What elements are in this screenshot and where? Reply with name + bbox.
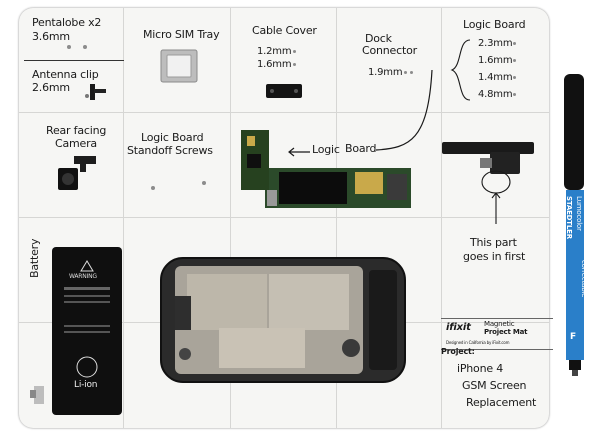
label-antenna-size: 2.6mm [32, 81, 70, 94]
standoff-screw [151, 186, 155, 190]
grid-line [19, 217, 549, 218]
label-lb-size: 2.3mm [478, 38, 513, 49]
iphone-frame [160, 257, 406, 383]
cable-cover-part [266, 84, 302, 98]
dock-screw [404, 71, 407, 74]
label-rear-camera-1: Rear facing [46, 124, 107, 137]
pentalobe-screw [83, 45, 87, 49]
branding-box [441, 318, 553, 350]
label-lb-size: 4.8mm [478, 89, 513, 100]
grid-line [336, 8, 337, 428]
battery-warning: WARNING [69, 273, 97, 280]
lb-screw [513, 76, 516, 79]
label-project-1: iPhone 4 [457, 362, 504, 375]
label-project: Project: [441, 347, 475, 356]
marker-model: Lumocolor [575, 196, 583, 231]
lb-screw [513, 42, 516, 45]
cable-screw [293, 63, 296, 66]
label-board: Board [345, 142, 377, 155]
label-lb-size: 1.4mm [478, 72, 513, 83]
brand-title-2: Project Mat [484, 328, 528, 336]
label-cable-size-2: 1.6mm [257, 59, 292, 70]
label-dock-size: 1.9mm [368, 67, 403, 78]
sim-tray-part [160, 49, 198, 83]
highlight-circle [481, 170, 511, 224]
battery-liion: Li-ion [74, 380, 98, 390]
bracket-part [442, 142, 534, 174]
label-micro-sim: Micro SIM Tray [143, 28, 220, 41]
brand-designed: Designed in California by iFixit.com [446, 340, 510, 345]
label-dock-1: Dock [365, 32, 392, 45]
lb-screw [513, 93, 516, 96]
cable-screw [293, 50, 296, 53]
grid-line [441, 8, 442, 428]
dock-screw [410, 71, 413, 74]
camera-part [58, 156, 96, 190]
battery-connector [30, 386, 44, 404]
grid-line [230, 8, 231, 428]
label-pentalobe-size: 3.6mm [32, 30, 70, 43]
label-battery: Battery [28, 238, 41, 278]
label-antenna-clip: Antenna clip [32, 68, 99, 81]
label-project-3: Replacement [466, 396, 537, 409]
lb-screw [513, 59, 516, 62]
label-lb-size: 1.6mm [478, 55, 513, 66]
label-pentalobe: Pentalobe x2 [32, 16, 102, 29]
marker-letter: F [570, 332, 576, 342]
marker-pen [564, 74, 584, 376]
standoff-screw [202, 181, 206, 185]
label-this-part-2: goes in first [463, 250, 526, 263]
marker-tag: correctable [580, 260, 588, 298]
grid-line [123, 8, 124, 428]
label-dock-2: Connector [362, 44, 417, 57]
label-cable-cover: Cable Cover [252, 24, 317, 37]
label-project-2: GSM Screen [462, 379, 527, 392]
label-this-part-1: This part [470, 236, 517, 249]
logic-board-arrows [288, 69, 433, 157]
antenna-clip-part [85, 84, 106, 100]
divider-line [24, 60, 124, 61]
label-logic-board: Logic Board [463, 18, 526, 31]
label-standoff-1: Logic Board [141, 131, 204, 144]
label-cable-size-1: 1.2mm [257, 46, 292, 57]
logic-board-part [241, 130, 411, 208]
battery-part [52, 247, 122, 415]
grid-line [19, 112, 549, 113]
marker-brand: STAEDTLER [565, 196, 573, 239]
label-standoff-2: Standoff Screws [127, 144, 213, 157]
logic-board-bracket [450, 39, 471, 101]
label-rear-camera-2: Camera [55, 137, 97, 150]
pentalobe-screw [67, 45, 71, 49]
ifixit-logo: ifixit [446, 322, 471, 333]
label-logic: Logic [312, 143, 340, 156]
brand-title-1: Magnetic [484, 320, 515, 328]
